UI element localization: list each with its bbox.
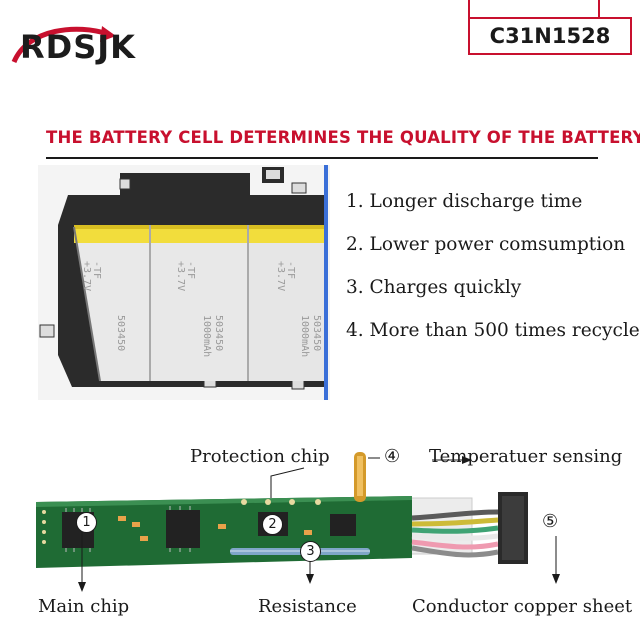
- cell3-text-d: 1000mAh: [299, 315, 310, 357]
- label-marker-5: ⑤: [542, 511, 559, 532]
- battery-pack-image: -TF +3.7V 503450 -TF +3.7V 503450 1000mA…: [38, 165, 330, 400]
- brand-logo-text: RDSJK: [20, 28, 136, 66]
- label-protection-chip: Protection chip: [190, 446, 330, 467]
- cell2-text-c: 503450: [213, 315, 224, 351]
- marker-3-badge: 3: [300, 541, 321, 562]
- model-box-line-right: [598, 0, 600, 17]
- label-marker-4: ④: [384, 446, 401, 467]
- feature-item: 3. Charges quickly: [346, 277, 522, 298]
- cell1-text-c: 503450: [115, 315, 126, 351]
- feature-item: 2. Lower power comsumption: [346, 234, 626, 255]
- headline: THE BATTERY CELL DETERMINES THE QUALITY …: [46, 128, 640, 147]
- cell2-text-b: +3.7V: [175, 261, 186, 291]
- label-temperature-sensing: Temperatuer sensing: [429, 446, 623, 467]
- model-number-badge: C31N1528: [468, 17, 632, 55]
- cell2-text-d: 1000mAh: [201, 315, 212, 357]
- label-resistance: Resistance: [258, 596, 357, 617]
- label-conductor-copper-sheet: Conductor copper sheet: [412, 596, 633, 617]
- label-main-chip: Main chip: [38, 596, 130, 617]
- headline-divider: [46, 157, 598, 159]
- feature-item: 4. More than 500 times recycle: [346, 320, 640, 341]
- cell1-text-a: -TF: [91, 261, 102, 279]
- feature-list: 1. Longer discharge time 2. Lower power …: [346, 188, 640, 360]
- marker-2-badge: 2: [262, 514, 283, 535]
- brand-logo: [11, 26, 116, 64]
- cell3-text-a: -TF: [285, 261, 296, 279]
- cell2-text-a: -TF: [185, 261, 196, 279]
- cell1-text-b: +3.7V: [81, 261, 92, 291]
- cell3-text-b: +3.7V: [275, 261, 286, 291]
- model-box-line-left: [468, 0, 470, 17]
- feature-item: 1. Longer discharge time: [346, 191, 583, 212]
- cell3-text-c: 503450: [311, 315, 322, 351]
- marker-1-badge: 1: [76, 512, 97, 533]
